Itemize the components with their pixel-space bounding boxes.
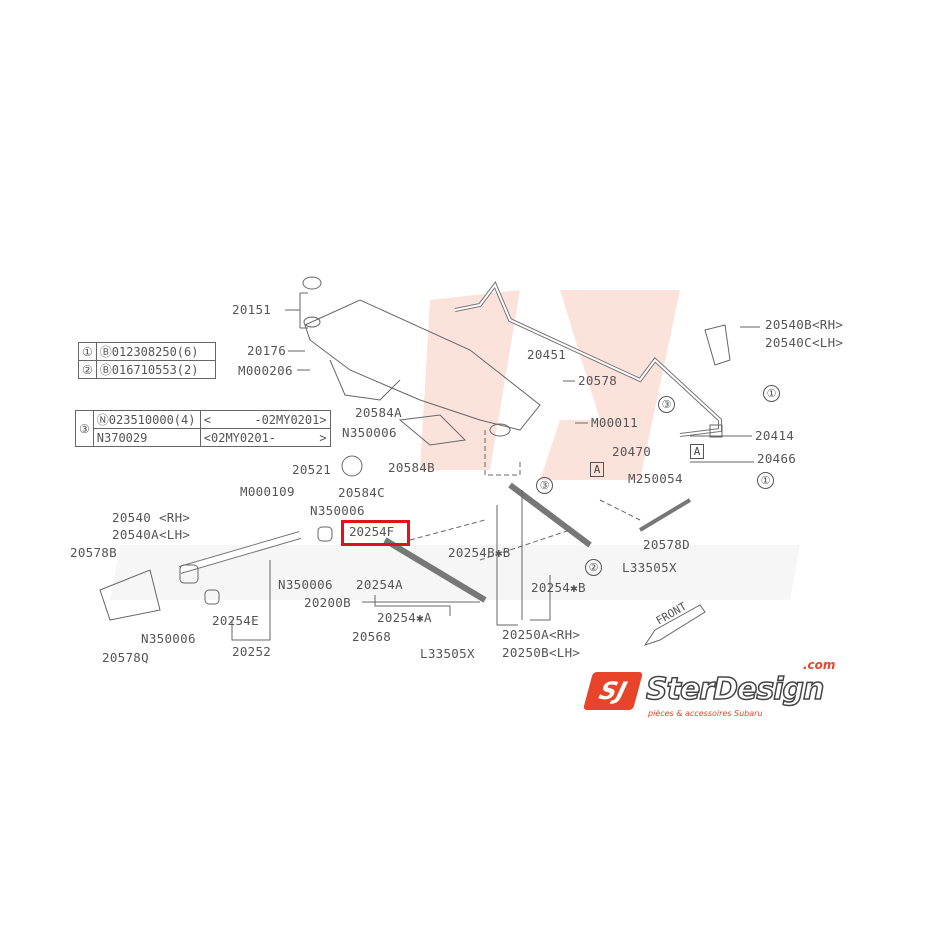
leader-20176 [288,350,310,371]
part-label: 20451 [527,347,567,362]
part-label: 20466 [757,451,797,466]
callout-1: ① [763,385,780,402]
part-label: 20200B [304,595,351,610]
cap-20521 [341,455,363,477]
highlighted-part-20254F[interactable]: 20254F [341,520,410,546]
logo-mark: SJ [582,672,644,710]
bracket-20540 [99,569,161,621]
bolt-20578D [638,498,692,532]
part-label: 20540B<RH> [765,317,844,332]
bushing-20151 [302,276,322,290]
part-label: 20470 [612,444,652,459]
crossmember-shape [304,299,541,431]
bushing-20254E-b [204,589,220,605]
spec-part: Ⓑ012308250(6) [95,342,216,361]
callout-box-a: A [590,462,604,477]
leader-20250 [496,490,551,626]
bushing-20414 [709,424,723,438]
spec-part: Ⓑ016710553(2) [95,360,216,379]
crossmember-mount [398,414,467,446]
part-label: 20578 [578,373,618,388]
spec-ref: ② [78,360,97,379]
part-label: L33505X [420,646,475,661]
bracket-20540B [704,324,731,366]
part-label: 20254E [212,613,259,628]
spec-part: N370029 [92,428,201,447]
part-label: 20584C [338,485,385,500]
part-label: 20414 [755,428,795,443]
callout-box-a: A [690,444,704,459]
part-label: 20254B✱B [448,545,511,560]
watermark-band [110,545,800,600]
part-label: N350006 [342,425,397,440]
spec-part: Ⓝ023510000(4) [92,410,201,429]
part-label: 20254A [356,577,403,592]
part-label: 20254✱A [377,610,432,625]
spec-range: <02MY0201- > [199,428,331,447]
part-label: 20540A<LH> [112,527,191,542]
part-label: 20176 [247,343,287,358]
part-label: 20578D [643,537,690,552]
leaders-right [563,326,760,463]
part-label: 20254F [349,524,395,539]
callout-3: ③ [658,396,675,413]
logo-name: SterDesign [645,672,825,707]
part-label: 20521 [292,462,332,477]
spec-row: N370029<02MY0201- > [76,428,331,447]
spec-range: < -02MY0201> [199,410,331,429]
leader-20200B [362,595,480,616]
logo-tagline: pièces & accessoires Subaru [648,709,763,718]
leader-20151 [285,292,308,329]
callout-2: ② [585,559,602,576]
part-label: M00011 [591,415,638,430]
part-label: M000206 [238,363,293,378]
crossmember-hole [489,423,511,437]
stabilizer-bar [454,281,722,437]
part-label: 20151 [232,302,272,317]
sterdesign-logo: SJ SterDesign .com pièces & accessoires … [582,658,858,726]
part-label: 20250B<LH> [502,645,581,660]
part-label: 20540 <RH> [112,510,191,525]
bushing-20254E [179,564,199,584]
arm-20250 [508,482,592,548]
part-label: N350006 [310,503,365,518]
bushing-20151-lower [303,316,321,328]
watermark-j-shape [540,290,680,480]
part-label: N350006 [278,577,333,592]
part-label: 20578B [70,545,117,560]
logo-domain: .com [803,658,836,672]
bushing-20254F [317,526,333,542]
part-label: N350006 [141,631,196,646]
part-label: 20250A<RH> [502,627,581,642]
part-label: M000109 [240,484,295,499]
part-label: 20252 [232,644,272,659]
part-label: L33505X [622,560,677,575]
callout-1: ① [757,472,774,489]
leader-20252 [231,560,271,641]
part-label: 20568 [352,629,392,644]
crossmember-bracket [329,359,401,401]
stabilizer-bar-inner [454,283,721,436]
part-label: 20254✱B [531,580,586,595]
part-label: 20540C<LH> [765,335,844,350]
spec-ref: ① [78,342,97,361]
part-label: 20584A [355,405,402,420]
front-arrow-icon [643,604,706,646]
arm-20252-inner [179,532,301,573]
part-label: M250054 [628,471,683,486]
part-label: 20584B [388,460,435,475]
part-label: 20578Q [102,650,149,665]
callout-3: ③ [536,477,553,494]
spec-ref: ③ [75,410,94,447]
arm-20200B [383,537,487,603]
